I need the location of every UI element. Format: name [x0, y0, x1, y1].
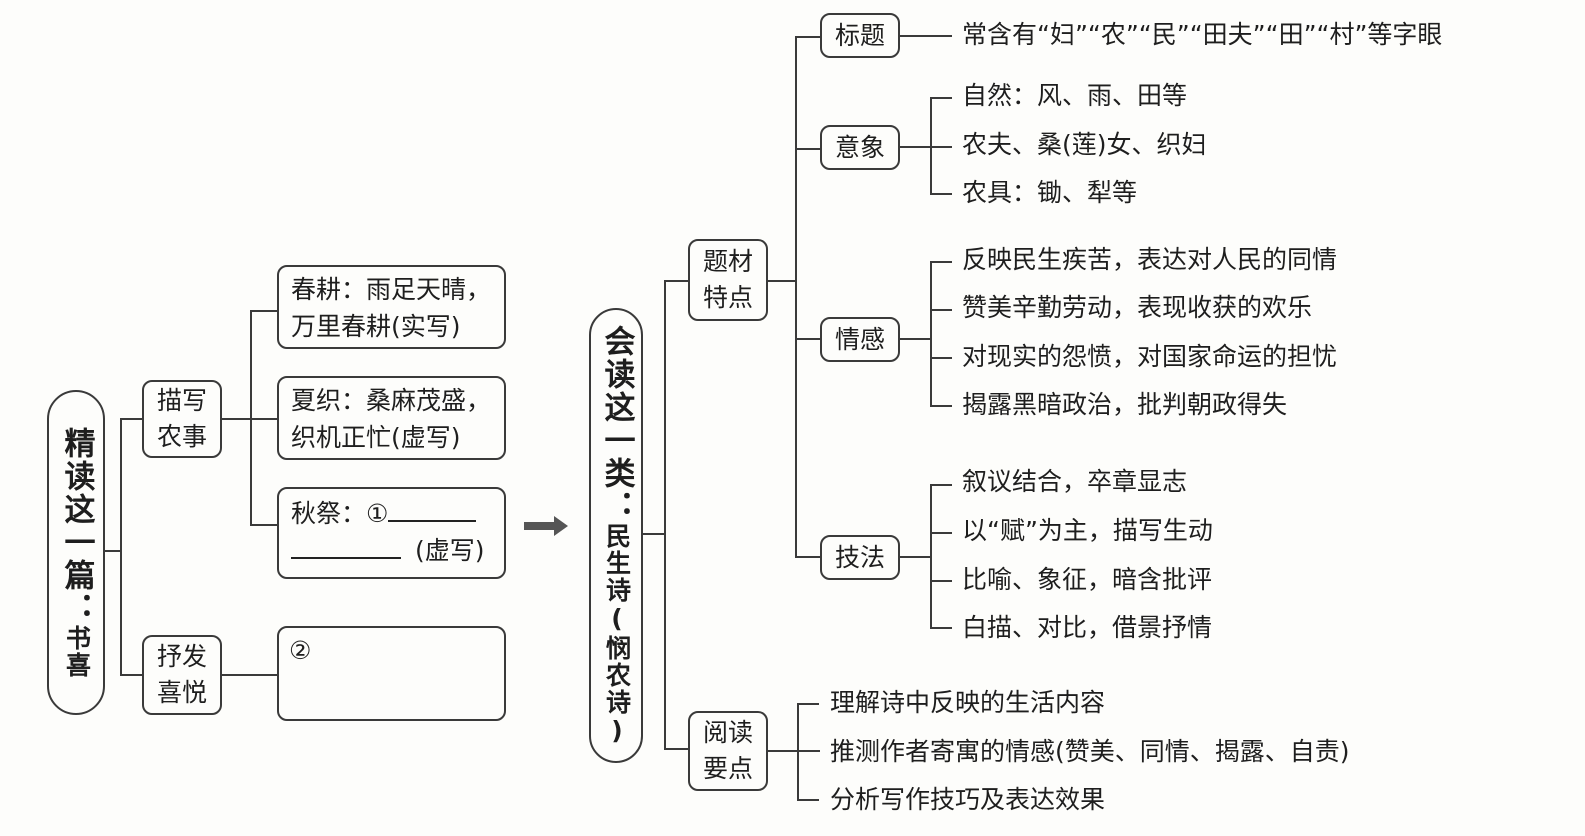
connector: [930, 97, 952, 99]
connector: [768, 750, 820, 752]
connector: [120, 418, 122, 676]
center-root-node: 会读这一类：民生诗(悯农诗): [589, 308, 643, 763]
connector: [250, 310, 278, 312]
spring-line2: 万里春耕(实写): [291, 312, 461, 341]
connector: [664, 280, 666, 750]
branch-label-line2: 农事: [156, 422, 207, 451]
left-root-subtitle: 书喜: [62, 624, 92, 679]
node-emotion: 情感: [820, 317, 900, 362]
autumn-sacrifice-box: 秋祭：① (虚写): [277, 487, 506, 579]
imagery-leaf: 农夫、桑(莲)女、织妇: [962, 130, 1207, 159]
autumn-suffix: (虚写): [415, 536, 485, 565]
node-title: 标题: [820, 13, 900, 58]
connector: [930, 405, 952, 407]
reading-leaf: 分析写作技巧及表达效果: [830, 785, 1106, 814]
technique-leaf: 以“赋”为主，描写生动: [962, 516, 1213, 545]
spring-plowing-box: 春耕：雨足天晴， 万里春耕(实写): [277, 265, 506, 349]
branch-label-line2: 喜悦: [156, 678, 207, 707]
connector: [900, 338, 932, 340]
emotion-leaf: 对现实的怨愤，对国家命运的担忧: [962, 342, 1338, 371]
autumn-prefix: 秋祭：①: [291, 499, 389, 528]
branch-label-line1: 抒发: [156, 642, 207, 671]
connector: [795, 338, 821, 340]
node-title-label: 标题: [834, 20, 885, 50]
connector: [930, 97, 932, 195]
connector: [930, 357, 952, 359]
connector: [222, 674, 278, 676]
connector: [105, 550, 122, 552]
connector: [930, 193, 952, 195]
connector: [930, 580, 952, 582]
branch-label-line2: 特点: [702, 283, 753, 312]
branch-label-line1: 阅读: [702, 718, 753, 747]
branch-label-line1: 描写: [156, 386, 207, 415]
connector: [643, 533, 665, 535]
emotion-leaf: 揭露黑暗政治，批判朝政得失: [962, 390, 1288, 419]
connector: [250, 310, 252, 526]
node-imagery: 意象: [820, 125, 900, 170]
node-emotion-label: 情感: [834, 324, 885, 354]
connector: [930, 484, 952, 486]
connector: [797, 703, 819, 705]
center-root-title: 会读这一类: [598, 324, 635, 490]
connector: [795, 556, 821, 558]
connector: [930, 627, 952, 629]
connector: [930, 261, 952, 263]
connector: [250, 524, 278, 526]
arrow-right-icon: [524, 516, 568, 536]
connector: [768, 280, 796, 282]
node-technique-label: 技法: [834, 542, 885, 572]
left-root-node: 精读这一篇：书喜: [47, 390, 105, 715]
connector: [930, 261, 932, 407]
summer-line2: 织机正忙(虚写): [291, 423, 461, 452]
left-root-title: 精读这一篇: [58, 426, 95, 592]
connector: [795, 36, 821, 38]
connector: [900, 556, 932, 558]
connector: [900, 146, 952, 148]
branch-reading-points: 阅读 要点: [688, 711, 768, 791]
connector: [930, 309, 952, 311]
branch-label-line1: 题材: [702, 247, 753, 276]
connector: [795, 148, 821, 150]
branch-subject-features: 题材 特点: [688, 239, 768, 321]
imagery-leaf: 农具：锄、犁等: [962, 178, 1138, 207]
connector: [664, 280, 689, 282]
answer-2-label: ②: [289, 636, 312, 665]
technique-leaf: 叙议结合，卒章显志: [962, 467, 1188, 496]
answer-box-2[interactable]: ②: [277, 626, 506, 721]
emotion-leaf: 反映民生疾苦，表达对人民的同情: [962, 245, 1338, 274]
connector: [797, 703, 799, 801]
node-technique: 技法: [820, 535, 900, 580]
title-leaf: 常含有“妇”“农”“民”“田夫”“田”“村”等字眼: [962, 20, 1443, 49]
blank-answer-1-cont[interactable]: [291, 533, 401, 559]
branch-describe-farming: 描写 农事: [142, 380, 222, 458]
connector: [664, 748, 689, 750]
blank-answer-1[interactable]: [388, 496, 477, 522]
connector: [120, 674, 142, 676]
node-imagery-label: 意象: [834, 132, 885, 162]
connector: [120, 418, 142, 420]
reading-leaf: 推测作者寄寓的情感(赞美、同情、揭露、自责): [830, 737, 1350, 766]
branch-express-joy: 抒发 喜悦: [142, 635, 222, 715]
connector: [795, 36, 797, 558]
emotion-leaf: 赞美辛勤劳动，表现收获的欢乐: [962, 293, 1313, 322]
spring-line1: 春耕：雨足天晴，: [291, 275, 492, 304]
technique-leaf: 比喻、象征，暗含批评: [962, 565, 1213, 594]
branch-label-line2: 要点: [702, 754, 753, 783]
connector: [900, 35, 952, 37]
connector: [930, 484, 932, 629]
summer-weaving-box: 夏织：桑麻茂盛， 织机正忙(虚写): [277, 376, 506, 460]
connector: [930, 532, 952, 534]
center-root-subtitle: 民生诗(悯农诗): [602, 522, 632, 747]
imagery-leaf: 自然：风、雨、田等: [962, 81, 1188, 110]
summer-line1: 夏织：桑麻茂盛，: [291, 386, 492, 415]
connector: [797, 799, 819, 801]
reading-leaf: 理解诗中反映的生活内容: [830, 688, 1106, 717]
technique-leaf: 白描、对比，借景抒情: [962, 613, 1213, 642]
left-root-colon: ：: [58, 591, 95, 625]
center-root-colon: ：: [598, 489, 635, 523]
